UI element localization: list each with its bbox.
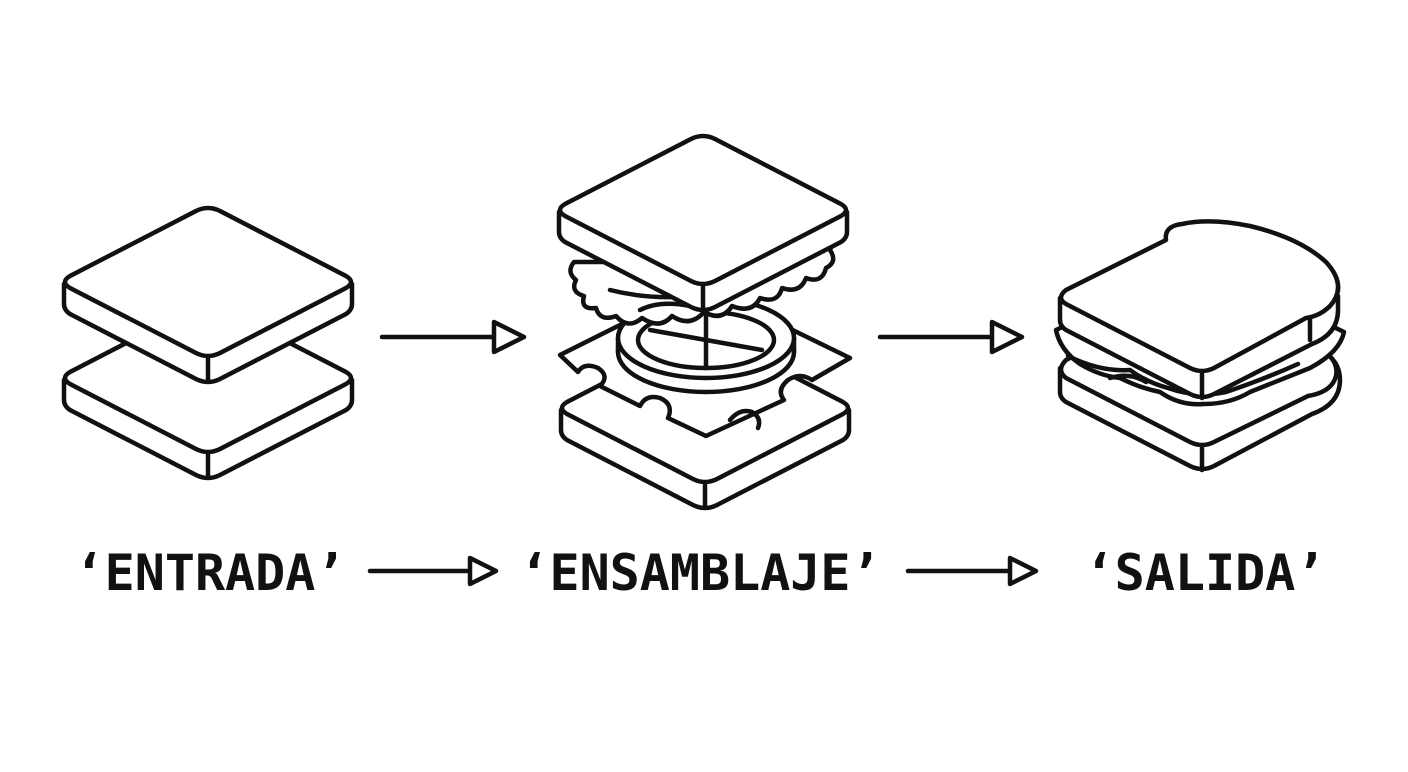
input-label: ‘ENTRADA’: [74, 544, 346, 602]
assembly-label: ‘ENSAMBLAJE’: [519, 544, 881, 602]
arrow-upper-1: [379, 319, 527, 355]
exploded-sandwich-icon: [556, 133, 853, 511]
finished-top-bread: [1057, 219, 1341, 401]
arrow-lower-2: [905, 555, 1039, 587]
arrow-lower-1: [367, 555, 499, 587]
two-bread-slices-icon: [61, 205, 355, 481]
arrow-upper-2: [877, 319, 1025, 355]
finished-sandwich-icon: [1053, 219, 1347, 473]
assembly-top-bread: [556, 133, 850, 313]
output-label: ‘SALIDA’: [1084, 544, 1326, 602]
top-bread-slice: [61, 205, 355, 385]
